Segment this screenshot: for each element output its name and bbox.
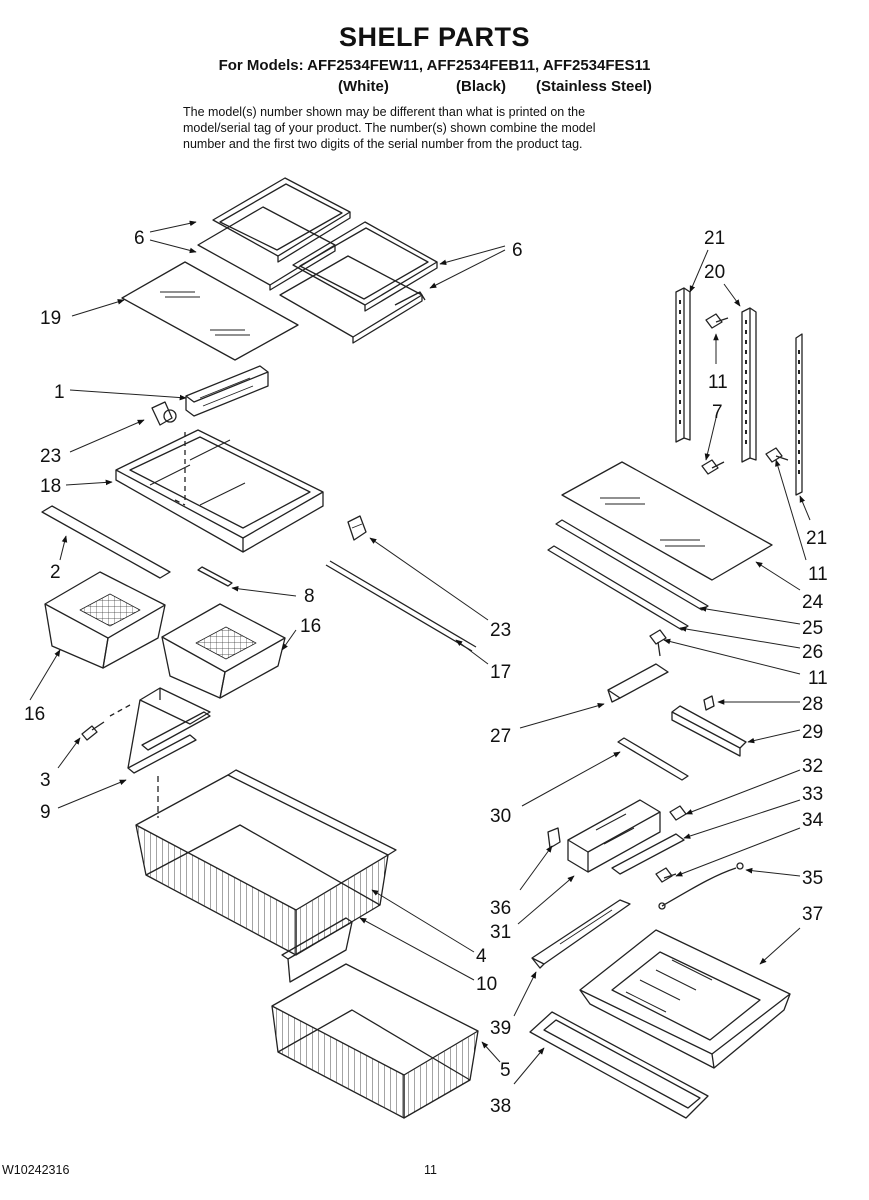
crisper-front-trim (41, 505, 171, 579)
callout-35: 35 (802, 868, 823, 889)
callout-27: 27 (490, 726, 511, 747)
crisper-divider (197, 566, 233, 587)
callout-11-upper: 11 (708, 372, 728, 393)
retainer-clip (547, 827, 561, 849)
callout-6-right: 6 (512, 240, 523, 261)
callout-20: 20 (704, 262, 725, 283)
rail-screw-lower (701, 459, 725, 475)
right-shelf-rail (795, 333, 803, 496)
callout-36: 36 (490, 898, 511, 919)
finish-black: (Black) (456, 78, 507, 95)
callout-16-left: 16 (24, 704, 45, 725)
model-number-note: The model(s) number shown may be differe… (183, 104, 703, 152)
callout-38: 38 (490, 1096, 511, 1117)
wire-harness (658, 862, 744, 910)
screw-left (81, 721, 105, 741)
note-line: number and the first two digits of the s… (183, 137, 583, 151)
callout-16-right: 16 (300, 616, 321, 637)
shelf-clip-center (347, 515, 367, 541)
callout-labels: 6 6 19 1 23 18 2 8 16 16 3 9 4 10 5 23 1… (24, 228, 828, 1117)
callout-9: 9 (40, 802, 51, 823)
upper-wire-basket (135, 769, 397, 956)
crisper-drawer-right (161, 603, 286, 699)
center-shelf-rail (741, 307, 757, 463)
cover-rail (671, 705, 747, 757)
bracket-clip (703, 695, 715, 711)
callout-6-left: 6 (134, 228, 145, 249)
callout-24: 24 (802, 592, 824, 613)
callout-23-center: 23 (490, 620, 511, 641)
callout-4: 4 (476, 946, 487, 967)
callout-31: 31 (490, 922, 511, 943)
finish-stainless: (Stainless Steel) (536, 78, 652, 95)
callout-33: 33 (802, 784, 823, 805)
crisper-frame-assembly (115, 429, 324, 553)
callout-8: 8 (304, 586, 315, 607)
callout-25: 25 (802, 618, 823, 639)
leader-lines (29, 220, 811, 1085)
note-line: The model(s) number shown may be differe… (183, 105, 586, 119)
shelf-bracket (607, 663, 669, 703)
deli-pan (579, 929, 791, 1069)
callout-34: 34 (802, 810, 824, 831)
callout-26: 26 (802, 642, 823, 663)
slide-rail-upper (617, 737, 689, 781)
note-line: model/serial tag of your product. The nu… (183, 121, 596, 135)
left-shelf-rail (675, 287, 691, 443)
drawer-slide-housing (567, 799, 661, 873)
lower-wire-basket (271, 963, 479, 1119)
models-line: For Models: AFF2534FEW11, AFF2534FEB11, … (218, 57, 651, 74)
callout-11-right: 11 (808, 564, 828, 585)
humidity-control-knob (151, 401, 177, 426)
callout-21-right: 21 (806, 528, 827, 549)
callout-21-top: 21 (704, 228, 725, 249)
callout-11-lower: 11 (808, 668, 828, 689)
basket-slide-support (109, 687, 211, 818)
housing-screw (669, 805, 687, 821)
callout-19: 19 (40, 308, 61, 329)
callout-10: 10 (476, 974, 497, 995)
callout-7: 7 (712, 402, 723, 423)
footer-part-number: W10242316 (2, 1163, 70, 1177)
shelf-trim-lower (547, 545, 689, 631)
callout-23-left: 23 (40, 446, 61, 467)
callout-32: 32 (802, 756, 823, 777)
glass-shelf-right (561, 461, 773, 581)
rail-screw-upper (705, 313, 729, 329)
footer-page-number: 11 (424, 1163, 437, 1177)
upper-shelf-frame-right (279, 221, 438, 344)
callout-39: 39 (490, 1018, 511, 1039)
shelf-trim-upper (555, 519, 709, 611)
page-title: SHELF PARTS (338, 22, 530, 52)
crisper-drawer-left (44, 571, 166, 669)
upper-shelf-frame-left (197, 177, 351, 291)
deli-front-trim (529, 1011, 709, 1119)
finish-white: (White) (338, 78, 389, 95)
cable-screw (655, 867, 677, 883)
callout-29: 29 (802, 722, 823, 743)
glass-shelf-left (121, 261, 299, 361)
basket-divider (281, 917, 353, 983)
callout-2: 2 (50, 562, 61, 583)
callout-1: 1 (54, 382, 65, 403)
shelf-screw (649, 629, 667, 657)
deli-cover (531, 899, 631, 969)
callout-18: 18 (40, 476, 61, 497)
callout-28: 28 (802, 694, 823, 715)
callout-37: 37 (802, 904, 823, 925)
rail-screw-right (765, 447, 789, 463)
slide-channel (611, 833, 685, 875)
callout-17: 17 (490, 662, 511, 683)
callout-5: 5 (500, 1060, 511, 1081)
callout-3: 3 (40, 770, 51, 791)
long-slide-rail (325, 560, 477, 652)
callout-30: 30 (490, 806, 511, 827)
humidity-control-slide (185, 365, 269, 417)
